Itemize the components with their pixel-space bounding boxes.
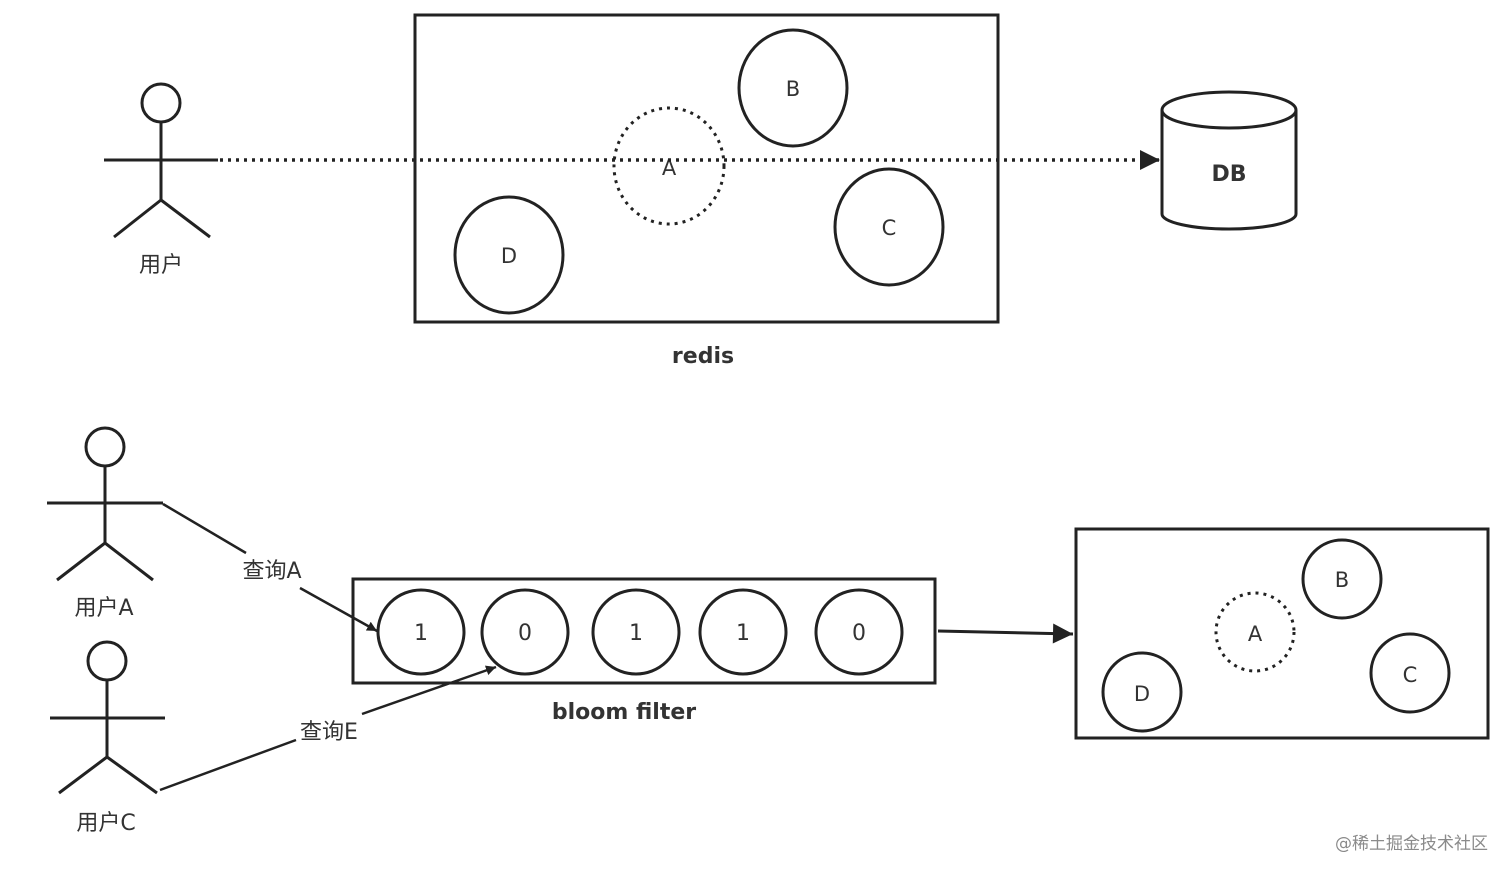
bit-cell bbox=[698, 588, 788, 676]
bottom-node-b-label: B bbox=[1335, 568, 1349, 592]
query-e-label: 查询E bbox=[300, 720, 358, 745]
redis-container bbox=[413, 13, 1000, 324]
bloom-filter-label: bloom filter bbox=[552, 700, 696, 725]
bottom-node-c bbox=[1369, 632, 1451, 714]
query-a-line-1 bbox=[162, 502, 247, 555]
bottom-node-a-missing bbox=[1214, 591, 1296, 673]
query-a-label: 查询A bbox=[242, 559, 301, 584]
db-cylinder bbox=[1160, 90, 1298, 231]
cache-node-c bbox=[833, 167, 945, 287]
bit-cell bbox=[591, 588, 681, 676]
user-c-actor bbox=[50, 640, 165, 795]
bit-value: 1 bbox=[736, 621, 750, 646]
user-a-label: 用户A bbox=[74, 596, 133, 621]
bottom-node-d-label: D bbox=[1134, 682, 1150, 706]
bit-cell bbox=[814, 588, 904, 676]
bottom-node-a-label: A bbox=[1248, 622, 1263, 646]
db-label: DB bbox=[1211, 162, 1246, 187]
bit-value: 1 bbox=[414, 621, 428, 646]
cache-node-a-label: A bbox=[662, 156, 677, 180]
bit-value: 0 bbox=[852, 621, 866, 646]
watermark: @稀土掘金技术社区 bbox=[1335, 834, 1488, 854]
top-user-label: 用户 bbox=[139, 253, 183, 278]
cache-node-d-label: D bbox=[501, 244, 517, 268]
top-user-actor bbox=[104, 82, 218, 239]
query-a-arrow bbox=[299, 586, 378, 633]
redis-label: redis bbox=[672, 344, 734, 369]
user-c-label: 用户C bbox=[76, 811, 135, 836]
query-e-line-1 bbox=[159, 738, 297, 792]
bloom-filter-box bbox=[351, 577, 937, 685]
bit-value: 0 bbox=[518, 621, 532, 646]
bit-value: 1 bbox=[629, 621, 643, 646]
bottom-cache-container bbox=[1074, 527, 1490, 740]
query-e-arrow bbox=[361, 665, 497, 716]
cache-node-d bbox=[453, 195, 565, 315]
bottom-node-d bbox=[1101, 651, 1183, 733]
cache-node-c-label: C bbox=[882, 216, 897, 240]
cache-node-a-missing bbox=[612, 106, 726, 226]
cache-node-b bbox=[737, 28, 849, 148]
bit-cell bbox=[376, 588, 466, 676]
user-a-actor bbox=[47, 426, 163, 582]
bottom-node-c-label: C bbox=[1403, 663, 1418, 687]
filter-to-cache-arrow bbox=[937, 623, 1074, 644]
bit-cell bbox=[480, 588, 570, 676]
bottom-node-b bbox=[1301, 538, 1383, 620]
cache-node-b-label: B bbox=[786, 77, 800, 101]
